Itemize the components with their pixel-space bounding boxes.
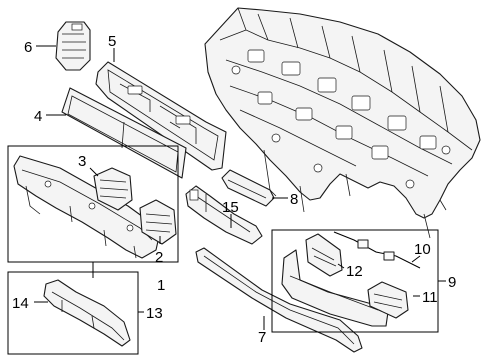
part-13-group-box — [7, 271, 139, 355]
instrument-panel-frame — [204, 7, 481, 239]
callout-1: 1 — [157, 277, 165, 294]
callout-8: 8 — [290, 191, 298, 208]
callout-13: 13 — [146, 305, 163, 322]
callout-7: 7 — [258, 329, 266, 346]
part-6-side-vent — [55, 21, 91, 71]
part-9-glove-box-trim — [281, 249, 389, 327]
callout-3: 3 — [78, 153, 86, 170]
part-14-bracket — [43, 279, 131, 347]
callout-6: 6 — [24, 39, 32, 56]
callout-4: 4 — [34, 108, 42, 125]
callout-11: 11 — [422, 289, 438, 306]
callout-labels: 6 5 4 3 2 1 8 15 10 12 9 11 13 14 7 — [12, 33, 456, 346]
part-5-upper-cover — [95, 61, 227, 171]
callout-15: 15 — [222, 199, 239, 216]
part-2-vent — [139, 199, 177, 245]
part-15-bracket — [185, 185, 263, 245]
callout-14: 14 — [12, 295, 29, 312]
part-12-bracket — [305, 233, 343, 277]
callout-9: 9 — [448, 274, 456, 291]
part-3-duct — [93, 167, 133, 211]
callout-2: 2 — [155, 249, 163, 266]
part-4-cluster-bezel — [61, 87, 187, 179]
part-10-cable — [333, 231, 421, 269]
part-7-lower-trim — [195, 247, 363, 353]
part-1-cross-car-beam — [13, 155, 161, 259]
callout-12: 12 — [346, 263, 363, 280]
part-11-vent — [367, 281, 409, 319]
leader-lines — [34, 45, 446, 330]
callout-10: 10 — [414, 241, 431, 258]
callout-5: 5 — [108, 33, 116, 50]
